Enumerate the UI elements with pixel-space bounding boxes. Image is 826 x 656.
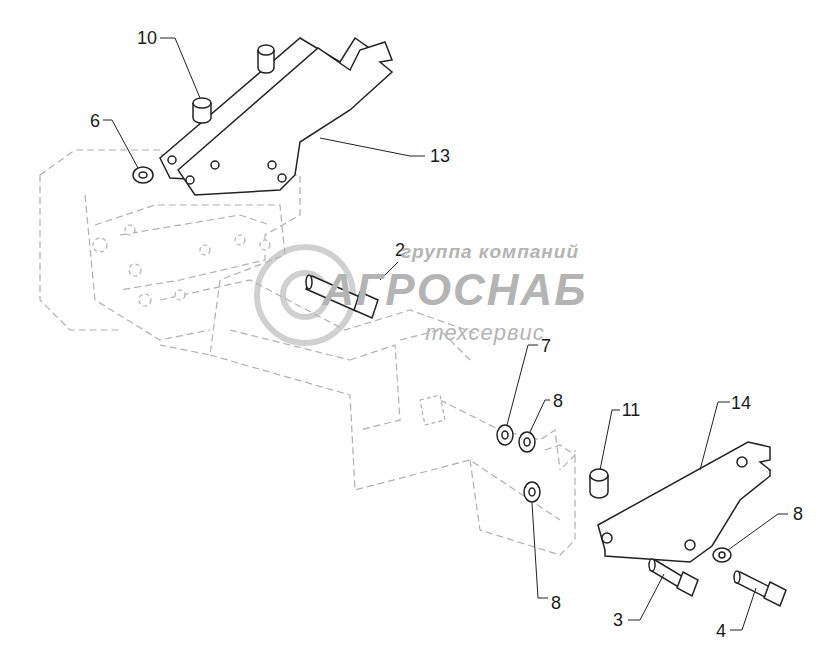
callout-number: 8 (551, 594, 561, 612)
callout-number: 4 (716, 622, 726, 640)
callout-number: 13 (430, 147, 450, 165)
leader-lines (103, 38, 788, 630)
bolts-3-4 (649, 559, 786, 606)
frame-ghost (40, 150, 575, 555)
watermark-text: АГРОСНАБ (323, 268, 588, 312)
bushings (133, 45, 274, 183)
bracket-13 (160, 38, 392, 195)
bracket-14 (598, 442, 770, 562)
callout-number: 6 (90, 112, 100, 130)
watermark-text: группа компаний (401, 242, 579, 261)
callout-number: 14 (731, 394, 751, 412)
frame-holes (93, 225, 445, 425)
callout-number: 10 (137, 29, 157, 47)
watermark-text: техсервис (425, 322, 545, 344)
callout-number: 8 (553, 392, 563, 410)
callout-number: 8 (793, 505, 803, 523)
callout-number: 11 (622, 401, 641, 419)
callout-number: 3 (613, 611, 623, 629)
